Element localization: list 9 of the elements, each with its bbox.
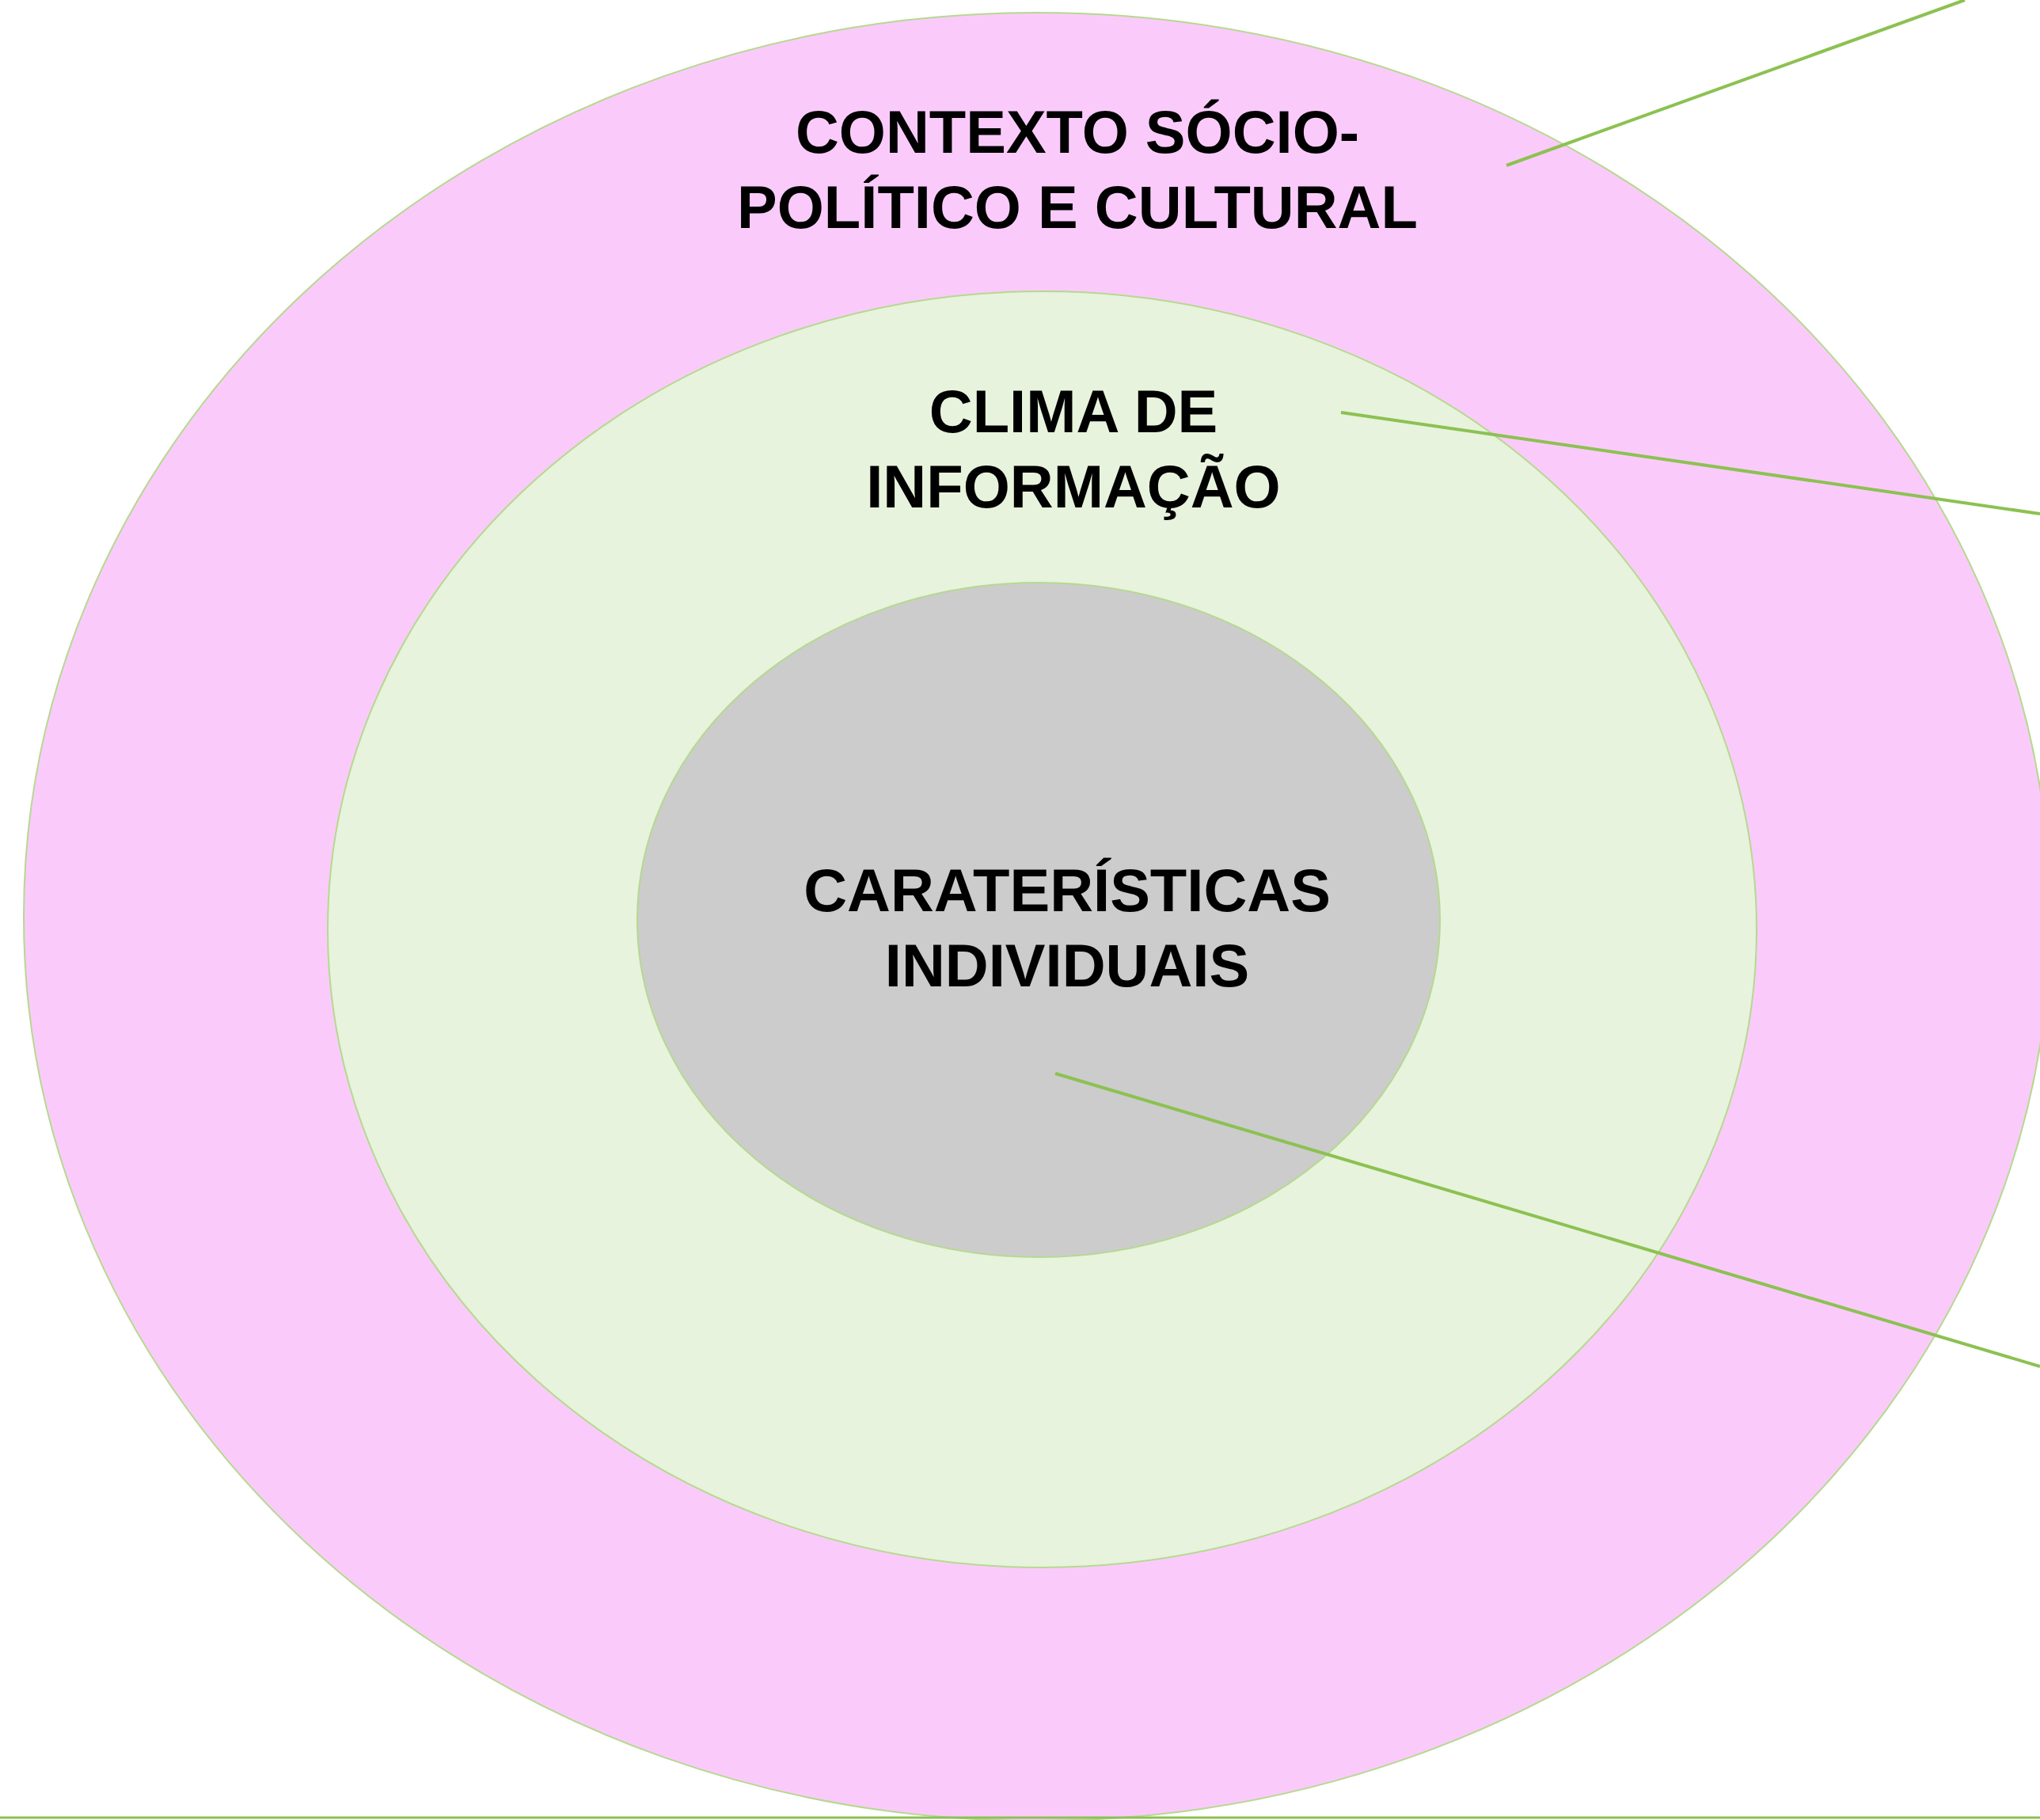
ellipse-region	[24, 13, 2040, 1820]
ellipse-region	[328, 291, 1757, 1567]
region-label: CONTEXTO SÓCIO-POLÍTICO E CULTURAL	[736, 97, 1419, 242]
region-label: CLIMA DE INFORMAÇÃO	[865, 377, 1282, 522]
leader-line	[1506, 0, 1966, 167]
ellipse-region	[637, 583, 1440, 1257]
leader-line	[1054, 1072, 2040, 1368]
leader-line	[1340, 411, 2040, 515]
region-label: CARATERÍSTICAS INDIVIDUAIS	[803, 856, 1332, 1001]
